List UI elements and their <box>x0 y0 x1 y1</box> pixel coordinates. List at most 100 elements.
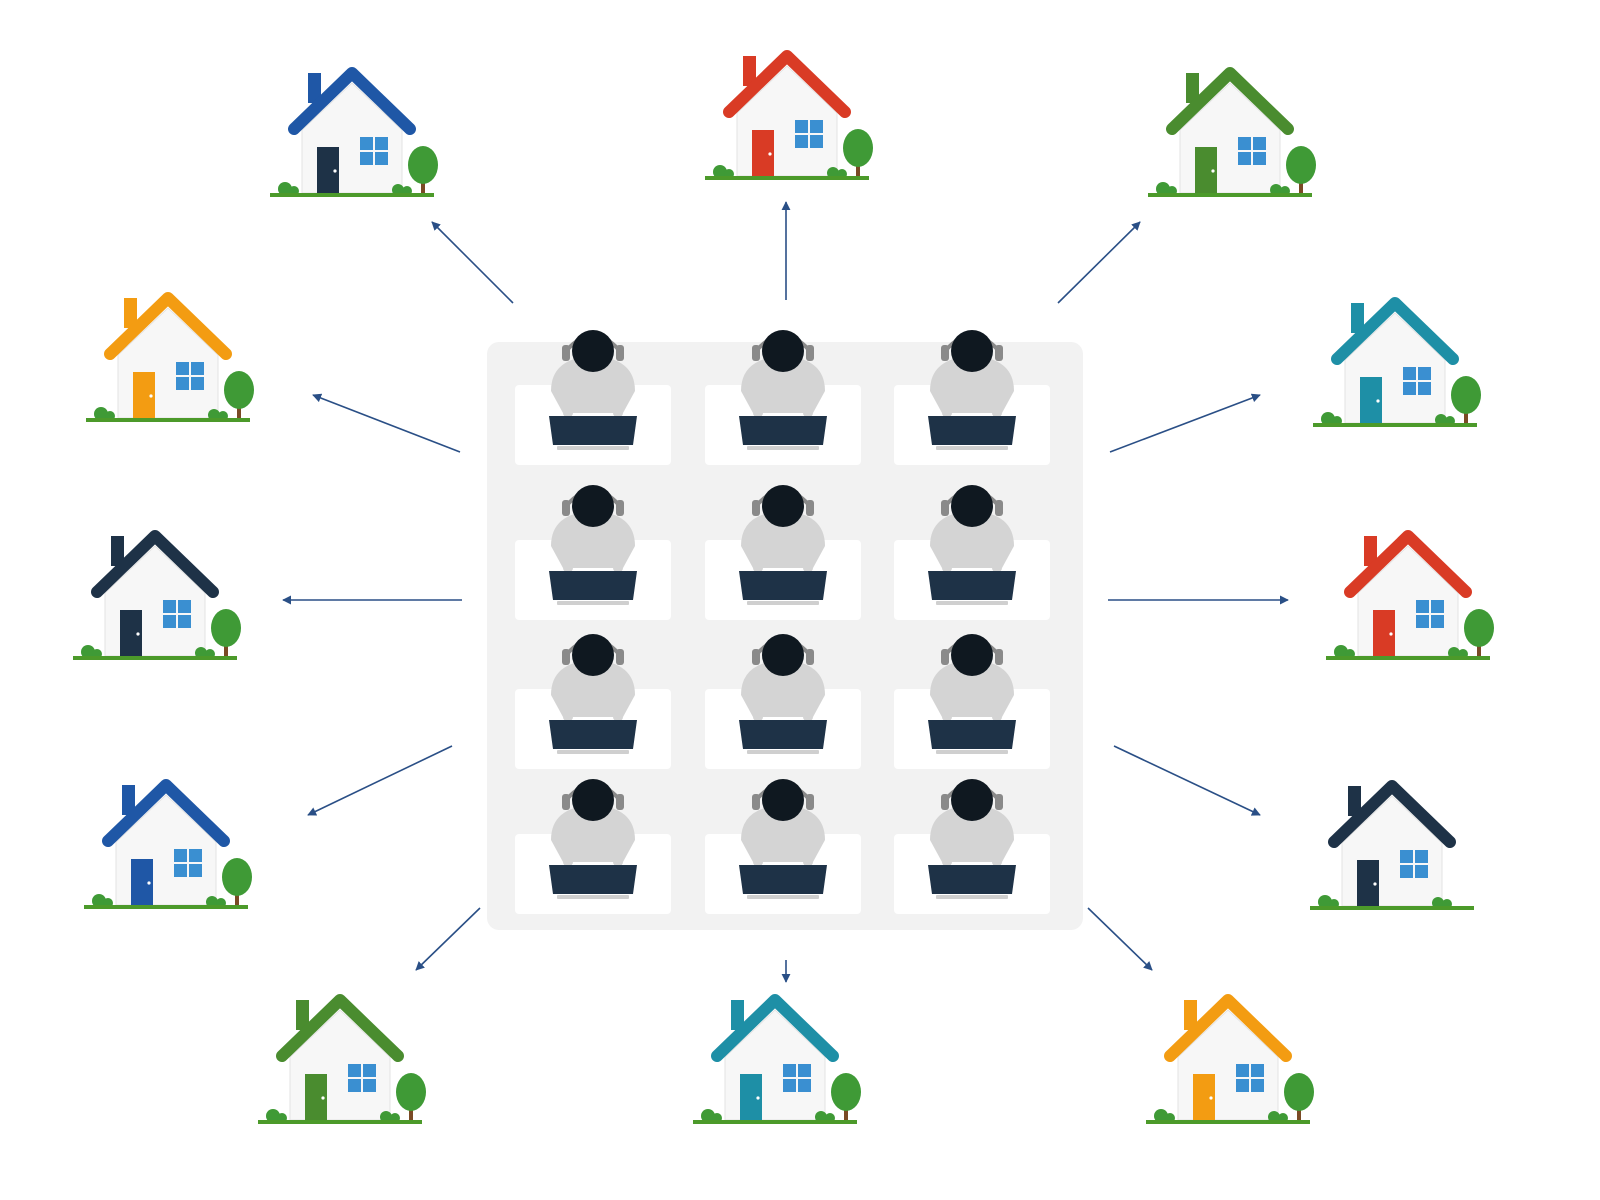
window-pane <box>1253 137 1266 150</box>
door-knob <box>1376 399 1380 403</box>
window-pane <box>191 377 204 390</box>
house-right-lower <box>1310 780 1474 910</box>
window-pane <box>798 1064 811 1077</box>
tree-icon <box>408 146 438 195</box>
arrow-to-right-upper <box>1109 393 1261 453</box>
workstation <box>894 485 1050 620</box>
laptop-icon <box>928 720 1016 754</box>
door <box>131 859 153 905</box>
bush-icon <box>1321 412 1335 426</box>
window-pane <box>1416 600 1429 613</box>
headset-right-cup <box>806 500 814 516</box>
window-pane <box>375 152 388 165</box>
chimney <box>1364 536 1377 566</box>
roof <box>1344 530 1472 598</box>
agent-left-arm <box>753 840 763 866</box>
headset-agent-icon <box>551 485 635 572</box>
tree-leaves <box>843 129 873 167</box>
bush-icon <box>1156 182 1170 196</box>
window-pane <box>1403 367 1416 380</box>
agent-head <box>572 485 614 527</box>
chimney <box>111 536 124 566</box>
headset-right-cup <box>806 345 814 361</box>
headset-left-cup <box>562 649 570 665</box>
workstation <box>894 779 1050 914</box>
door <box>1195 147 1217 193</box>
door-knob <box>1389 632 1393 636</box>
window-pane <box>1400 850 1413 863</box>
agent-right-arm <box>992 546 1002 572</box>
window-pane <box>178 600 191 613</box>
headset-agent-icon <box>551 779 635 866</box>
door <box>1357 860 1379 906</box>
arrow-to-bottom-left <box>415 907 481 971</box>
chimney <box>308 73 321 103</box>
roof <box>711 994 839 1062</box>
window-icon <box>1236 1064 1264 1092</box>
agent-right-arm <box>992 391 1002 417</box>
laptop-icon <box>739 571 827 605</box>
headset-left-cup <box>941 500 949 516</box>
window-pane <box>163 615 176 628</box>
headset-right-cup <box>616 345 624 361</box>
workstation <box>705 485 861 620</box>
window-pane <box>1236 1064 1249 1077</box>
house-top-left <box>270 67 438 197</box>
window-icon <box>360 137 388 165</box>
window-pane <box>178 615 191 628</box>
laptop-screen <box>739 865 827 894</box>
agent-left-arm <box>563 840 573 866</box>
agent-left-arm <box>563 546 573 572</box>
agent-head <box>572 634 614 676</box>
laptop-screen <box>549 571 637 600</box>
tree-icon <box>222 858 252 907</box>
headset-left-cup <box>941 345 949 361</box>
laptop-base <box>557 895 629 899</box>
window-pane <box>1416 615 1429 628</box>
tree-icon <box>1464 609 1494 658</box>
ground-line <box>86 418 250 422</box>
window-icon <box>174 849 202 877</box>
tree-leaves <box>1464 609 1494 647</box>
roof <box>1164 994 1292 1062</box>
chimney <box>1348 786 1361 816</box>
tree-leaves <box>408 146 438 184</box>
tree-leaves <box>1284 1073 1314 1111</box>
agent-head <box>572 779 614 821</box>
laptop-base <box>557 750 629 754</box>
window-pane <box>783 1079 796 1092</box>
tree-leaves <box>396 1073 426 1111</box>
window-pane <box>1415 865 1428 878</box>
window-pane <box>375 137 388 150</box>
tree-icon <box>831 1073 861 1122</box>
agent-hub <box>487 330 1083 930</box>
window-pane <box>363 1079 376 1092</box>
workstation <box>515 779 671 914</box>
tree-leaves <box>831 1073 861 1111</box>
tree-leaves <box>222 858 252 896</box>
agent-left-arm <box>563 391 573 417</box>
workstation <box>515 634 671 769</box>
agent-left-arm <box>753 546 763 572</box>
roof <box>288 67 416 135</box>
headset-right-cup <box>806 794 814 810</box>
headset-left-cup <box>752 649 760 665</box>
agent-right-arm <box>613 695 623 721</box>
agent-right-arm <box>803 695 813 721</box>
house-left-lower <box>84 779 252 909</box>
door <box>120 610 142 656</box>
tree-icon <box>843 129 873 178</box>
headset-left-cup <box>941 794 949 810</box>
window-pane <box>191 362 204 375</box>
door-knob <box>147 881 151 885</box>
tree-leaves <box>224 371 254 409</box>
roof <box>91 530 219 598</box>
door-knob <box>149 394 153 398</box>
window-icon <box>1400 850 1428 878</box>
window-pane <box>176 377 189 390</box>
laptop-screen <box>549 416 637 445</box>
window-pane <box>1400 865 1413 878</box>
headset-left-cup <box>562 794 570 810</box>
headset-agent-icon <box>741 779 825 866</box>
headset-right-cup <box>616 794 624 810</box>
